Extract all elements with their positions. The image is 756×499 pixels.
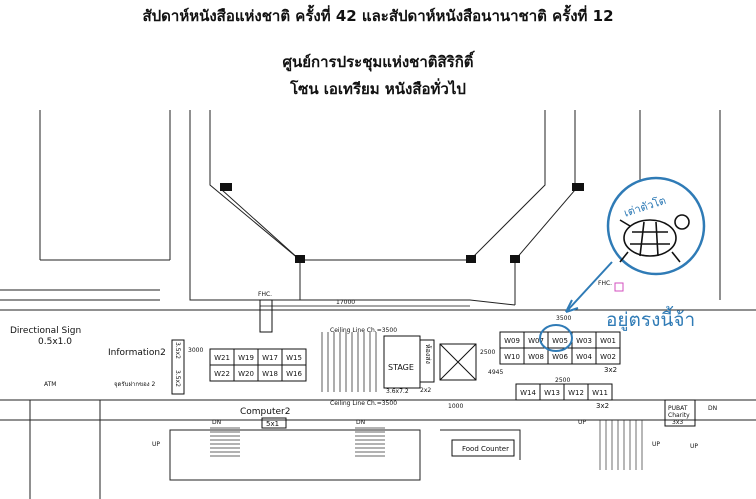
- booth-label: W20: [238, 370, 254, 378]
- here-text: อยู่ตรงนี้จ้า: [606, 306, 695, 331]
- booth-label: W10: [504, 353, 520, 361]
- fhc-cabinet-1: [259, 299, 273, 333]
- size-3x2-a: 3x2: [604, 366, 617, 374]
- void-square: [439, 343, 477, 381]
- columns: [220, 183, 584, 263]
- atrium-edge: [300, 299, 516, 306]
- directional-sign-label: Directional Sign: [10, 326, 81, 336]
- stage: [383, 335, 421, 389]
- control-room-label: ห้องส่ง: [424, 344, 432, 364]
- computer-size: 5x1: [266, 420, 279, 428]
- info-size-1: 3.5x2: [174, 342, 181, 359]
- booth-label: W05: [552, 337, 568, 345]
- booth-label: W13: [544, 389, 560, 397]
- ceiling-bottom-label: Ceiling Line Ch.=3500: [330, 400, 397, 407]
- dim-3000: 3000: [188, 347, 203, 354]
- dn-2: DN: [356, 419, 365, 426]
- booth-label: W19: [238, 354, 254, 362]
- annotation: เต่าตัวโต อยู่ตรงนี้จ้า: [539, 176, 706, 352]
- booth-label: W16: [286, 370, 302, 378]
- control-room-size: 2x2: [420, 387, 431, 394]
- up-1: UP: [152, 441, 160, 448]
- arrow-head-icon: [565, 299, 579, 313]
- pubat-charity-booth: [664, 399, 696, 427]
- title-line-2: ศูนย์การประชุมแห่งชาติสิริกิติ์: [282, 53, 474, 71]
- stage-size: 3.6x7.2: [386, 388, 409, 395]
- booth-label: W06: [552, 353, 568, 361]
- booth-label: W11: [592, 389, 608, 397]
- booth-w11: [587, 383, 613, 401]
- booth-label: W02: [600, 353, 616, 361]
- info-size-2: 3.5x2: [174, 370, 181, 387]
- atrium-wall-3: [514, 110, 576, 305]
- title-line-1: สัปดาห์หนังสือแห่งชาติ ครั้งที่ 42 และสั…: [142, 7, 614, 25]
- turtle-icon: [619, 214, 690, 263]
- stage-label: STAGE: [388, 363, 414, 372]
- computer-label: Computer2: [240, 407, 290, 417]
- info-counter: [171, 339, 185, 395]
- booth-label: W04: [576, 353, 592, 361]
- fhc-2-label: FHC.: [598, 280, 612, 287]
- title-line-3: โซน เอเทรียม หนังสือทั่วไป: [290, 80, 466, 98]
- food-counter-label: Food Counter: [462, 445, 509, 453]
- atm-area: [29, 400, 101, 499]
- wall-left: [39, 110, 171, 261]
- up-4: UP: [690, 443, 698, 450]
- dim-4945: 4945: [488, 369, 503, 376]
- up-2: UP: [578, 419, 586, 426]
- dim-3500: 3500: [556, 315, 571, 322]
- booth-label: W22: [214, 370, 230, 378]
- dn-3: DN: [708, 405, 717, 412]
- pubat-label: PUBAT: [668, 405, 688, 412]
- atrium-wall: [209, 110, 546, 261]
- ceiling-top-label: Ceiling Line Ch.=3500: [330, 327, 397, 334]
- wall-inner: [189, 110, 300, 301]
- up-3: UP: [652, 441, 660, 448]
- booth-label: W08: [528, 353, 544, 361]
- fhc-1-label: FHC.: [258, 291, 272, 298]
- highlight-circle: [539, 324, 573, 352]
- atm-label: ATM: [44, 381, 56, 388]
- booth-label: W21: [214, 354, 230, 362]
- booth-w02: [595, 347, 621, 365]
- control-room: [419, 339, 435, 383]
- booth-label: W14: [520, 389, 536, 397]
- atrium-wall-2: [221, 189, 301, 300]
- booth-label: W17: [262, 354, 278, 362]
- booth-label: W01: [600, 337, 616, 345]
- booth-label: W18: [262, 370, 278, 378]
- booth-label: W15: [286, 354, 302, 362]
- charity-size: 3x3: [672, 419, 683, 426]
- size-3x2-b: 3x2: [596, 402, 609, 410]
- dim-17000: 17000: [336, 299, 355, 306]
- computer-desk: [261, 417, 287, 429]
- dim-2500-b: 2500: [555, 377, 570, 384]
- booth-label: W03: [576, 337, 592, 345]
- dim-2500-a: 2500: [480, 349, 495, 356]
- left-door: [0, 289, 160, 301]
- fhc-marker-2: [614, 282, 624, 292]
- lower-hall: [169, 429, 421, 481]
- directional-sign-size: 0.5x1.0: [38, 337, 72, 347]
- charity-label: Charity: [668, 412, 690, 419]
- information-label: Information2: [108, 348, 166, 358]
- booth-label: W12: [568, 389, 584, 397]
- dn-1: DN: [212, 419, 221, 426]
- pointer-arrow: [565, 261, 613, 313]
- booth-label: W07: [528, 337, 544, 345]
- stairs: [210, 420, 643, 470]
- seating: [321, 332, 377, 392]
- food-area: [440, 429, 521, 460]
- food-counter-box: [451, 439, 515, 457]
- booth-label: W09: [504, 337, 520, 345]
- dim-1000: 1000: [448, 403, 463, 410]
- booth-w16: [281, 364, 307, 382]
- reception-label: จุดรับฝากของ 2: [114, 381, 156, 388]
